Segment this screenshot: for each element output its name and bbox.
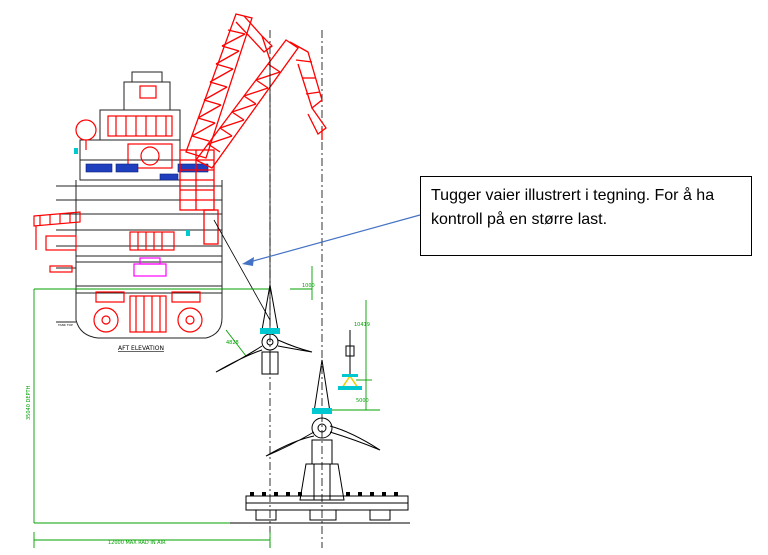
dim-1000-label: 1000 <box>302 283 315 289</box>
bridge-windows <box>85 163 209 181</box>
max-rad-label: 12000 MAX RAD IN AIR <box>108 540 166 546</box>
callout-arrow <box>242 214 421 266</box>
cyan-accents <box>74 148 190 236</box>
crane-boom <box>179 13 327 245</box>
callout-text: Tugger vaier illustrert i tegning. For å… <box>431 187 715 228</box>
rotor-lower-cyan <box>312 408 332 414</box>
hook-assembly <box>345 330 355 376</box>
vessel-hull <box>56 180 223 339</box>
dim-4828-label: 4828 <box>226 340 239 346</box>
deck-object <box>133 257 167 277</box>
rotor-upper-cyan <box>260 328 280 334</box>
dim-10419-label: 10419 <box>354 322 370 328</box>
tank-top-label: TANK TOP <box>57 323 73 327</box>
turbine-rotor-lower <box>265 359 381 501</box>
side-crane <box>33 211 81 273</box>
depth-label: 35040 DEPTH <box>26 385 32 420</box>
superstructure-red <box>75 85 173 169</box>
aft-elevation-label: AFT ELEVATION <box>118 345 164 352</box>
dim-5000-label: 5000 <box>356 398 369 404</box>
hook-cyan <box>338 374 362 390</box>
callout-box: Tugger vaier illustrert i tegning. For å… <box>420 176 752 256</box>
foundation-frame <box>230 495 410 524</box>
foundation-studs <box>250 492 398 496</box>
hull-internals <box>93 231 203 333</box>
dimension-lines <box>33 266 400 548</box>
